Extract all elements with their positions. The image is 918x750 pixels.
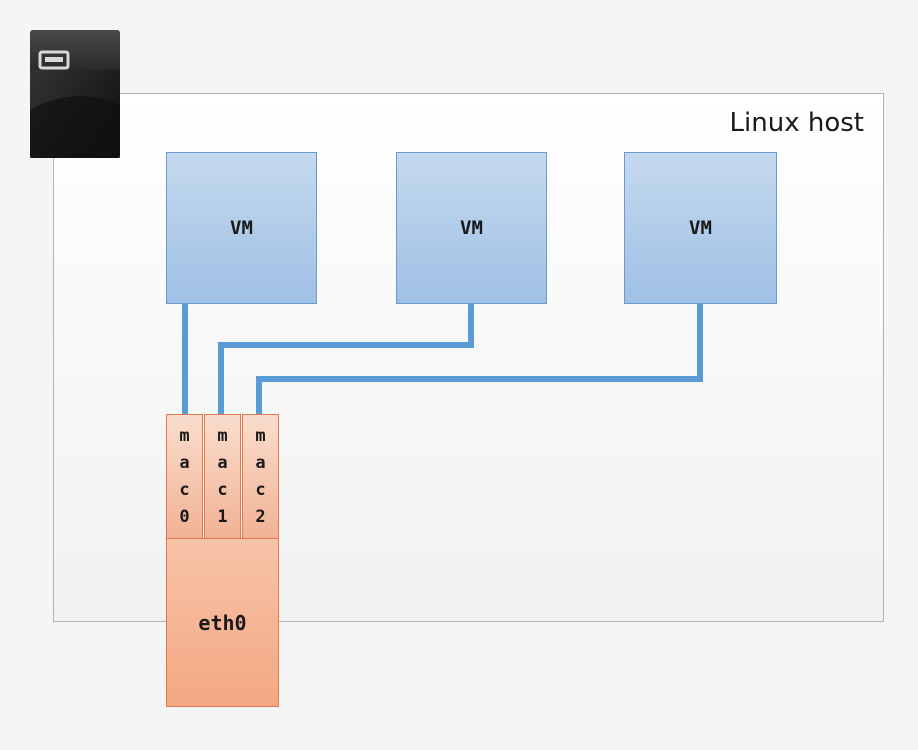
- eth0-interface: eth0: [166, 538, 279, 707]
- mac1-interface: m a c 1: [204, 414, 241, 540]
- server-icon: [30, 30, 120, 158]
- vm-box-2: VM: [396, 152, 547, 304]
- mac2-interface: m a c 2: [242, 414, 279, 540]
- mac0-interface: m a c 0: [166, 414, 203, 540]
- vm-box-1: VM: [166, 152, 317, 304]
- vm-box-3: VM: [624, 152, 777, 304]
- linux-host-label: Linux host: [729, 108, 864, 138]
